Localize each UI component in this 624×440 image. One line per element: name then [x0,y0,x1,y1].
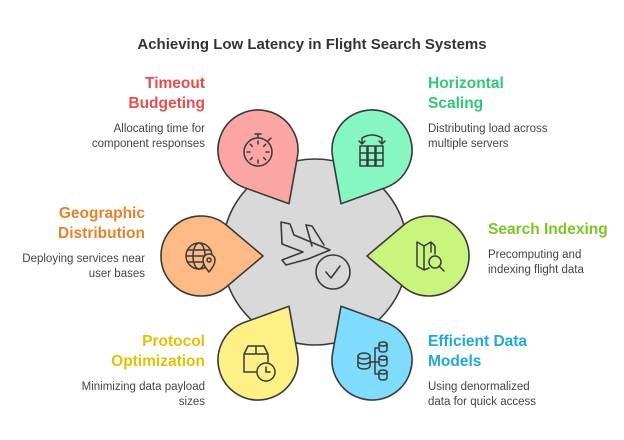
petal-shape [331,109,413,205]
petal-protocol-optimization [217,305,299,401]
petal-efficient-data-models [331,305,413,401]
petal-shape [366,215,470,297]
database-tree-icon [357,341,388,381]
petal-shape [217,305,299,401]
server-columns-swap-icon [358,134,386,167]
item-title: Search Indexing [488,221,608,238]
petal-shape [217,109,299,205]
globe-pin-icon [185,242,216,273]
diagram-title: Achieving Low Latency in Flight Search S… [137,36,487,53]
petal-geographic-distribution [160,215,264,297]
airplane-check-icon [280,221,351,290]
petal-shape [331,305,413,401]
petal-search-indexing [366,215,470,297]
petal-timeout-budgeting [217,109,299,205]
stopwatch-icon [243,133,273,167]
map-search-icon [416,241,445,272]
petal-horizontal-scaling [331,109,413,205]
package-clock-icon [243,345,276,382]
